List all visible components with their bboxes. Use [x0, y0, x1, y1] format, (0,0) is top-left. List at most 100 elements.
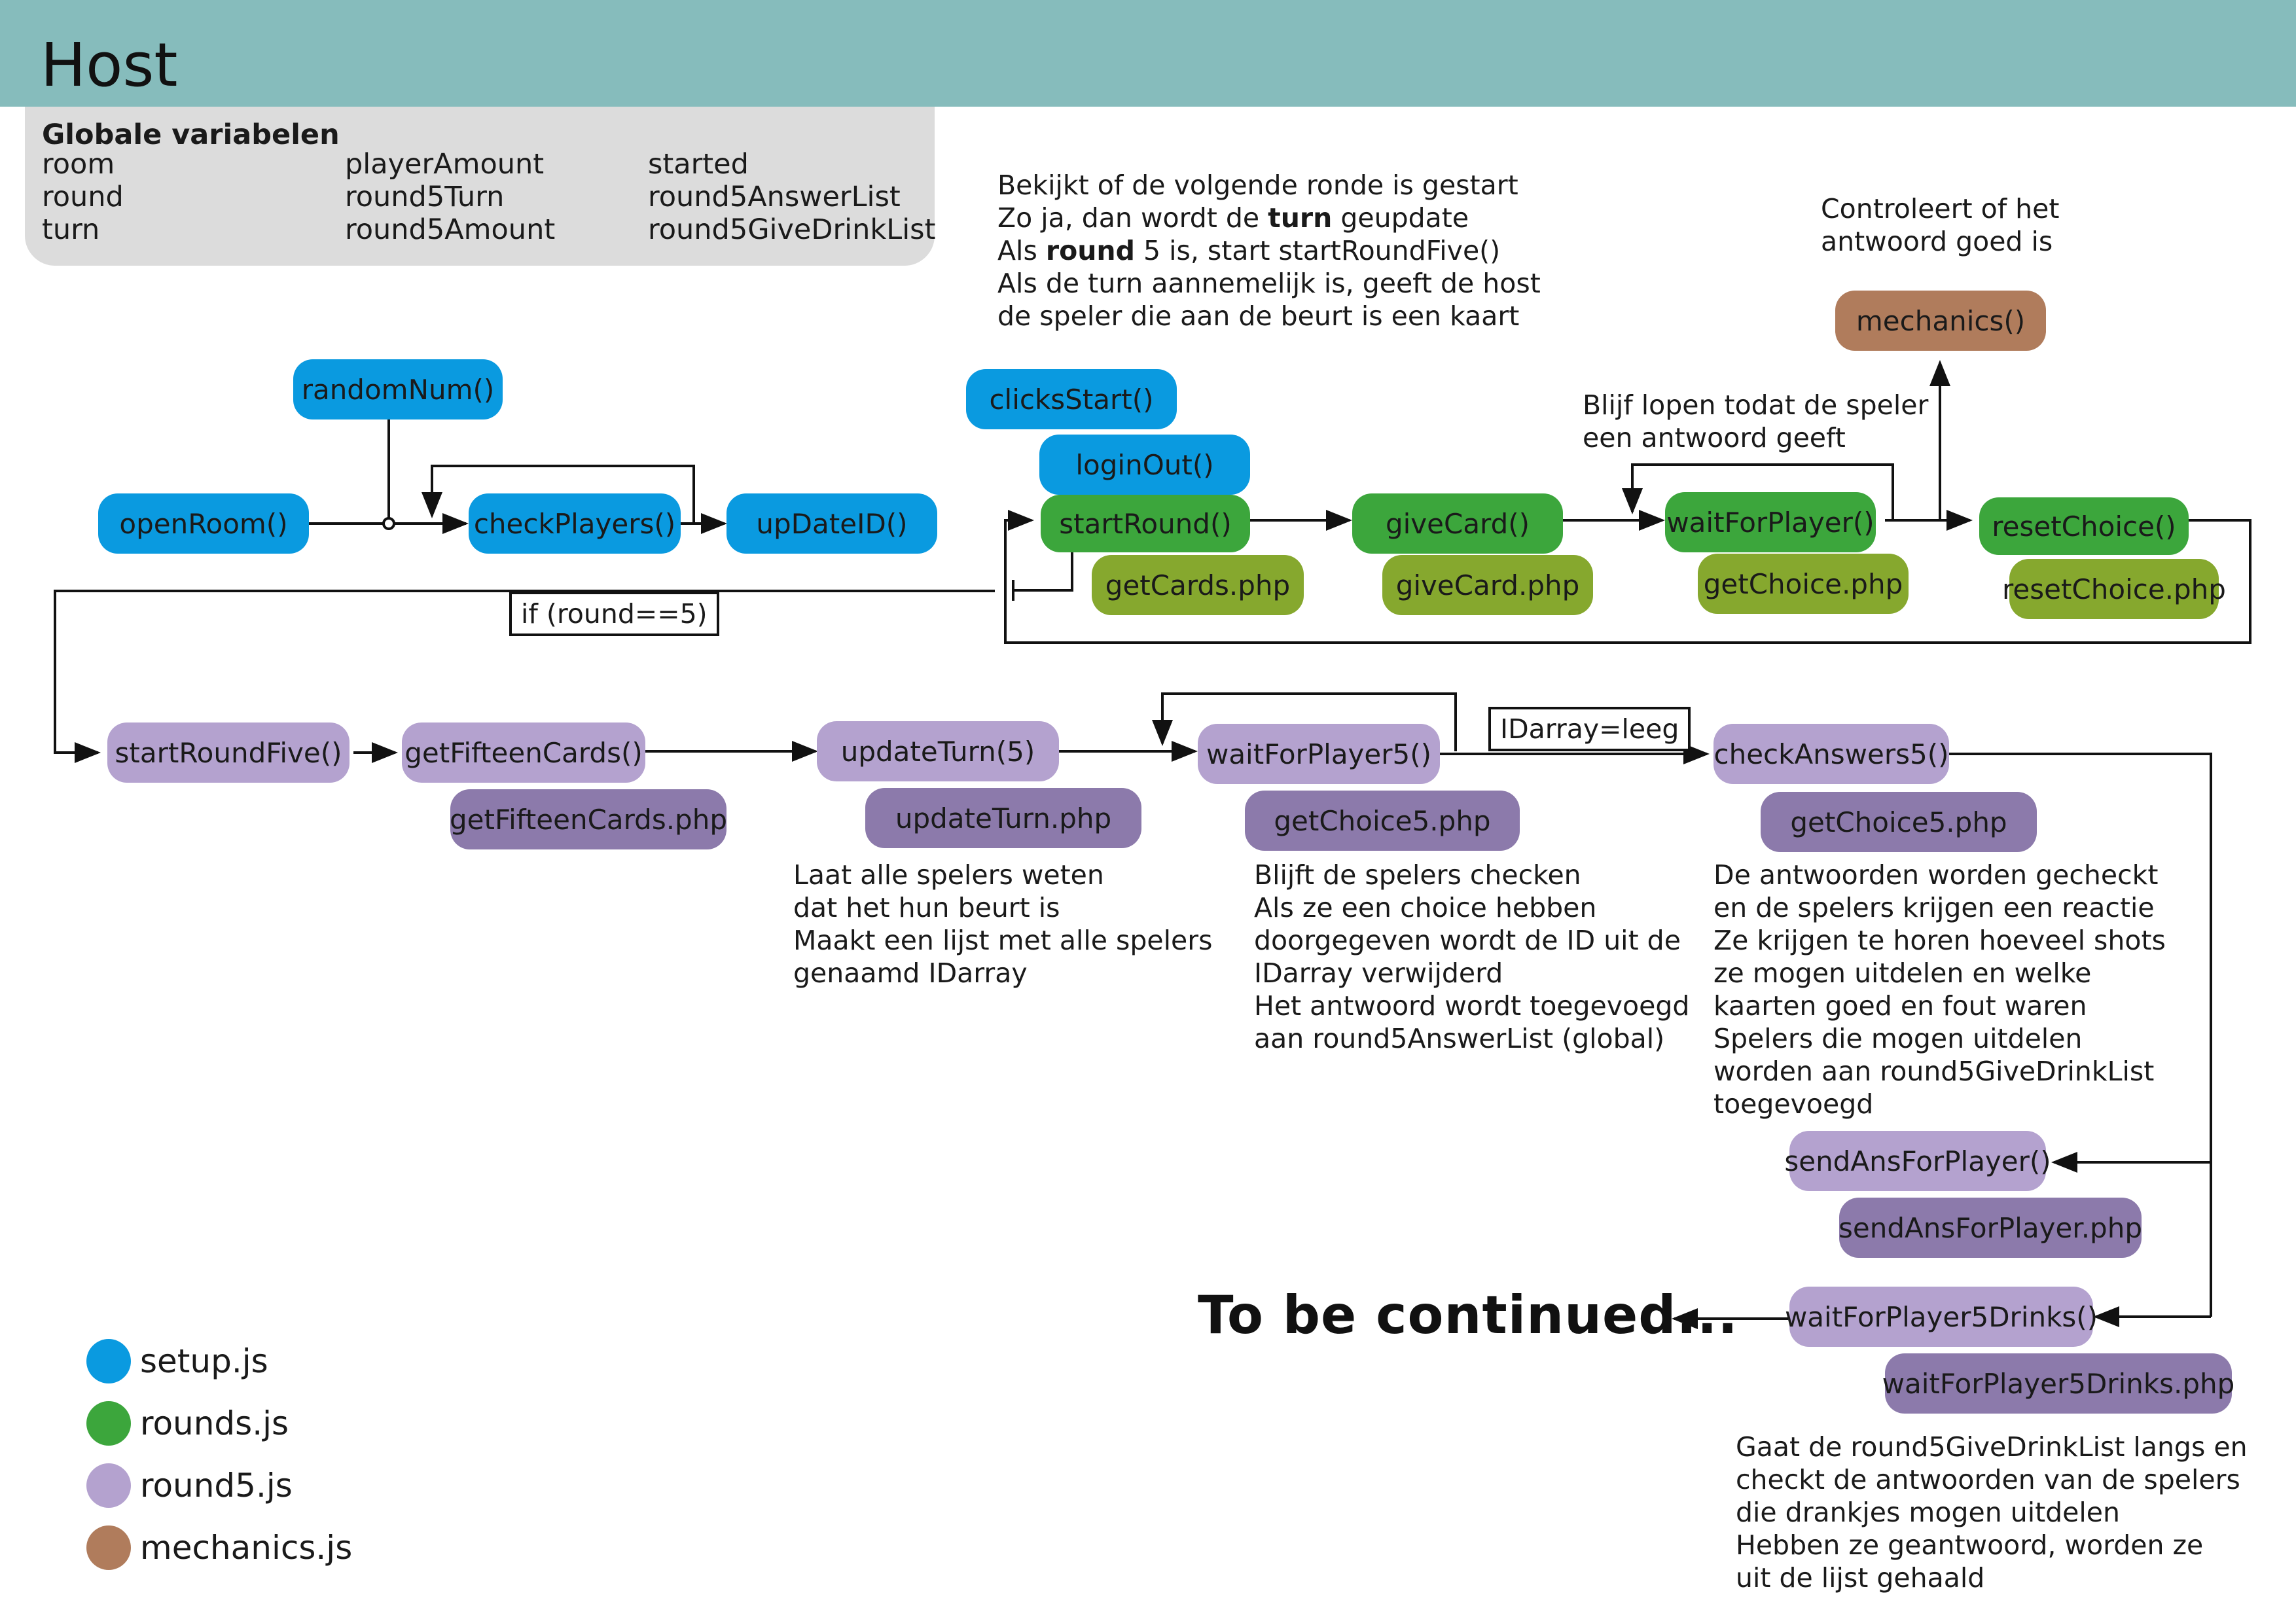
givecard-node: giveCard() [1352, 493, 1563, 554]
note-line: Spelers die mogen uitdelen [1713, 1023, 2083, 1054]
note-line: Als de turn aannemelijk is, geeft de hos… [997, 268, 1541, 299]
clicksstart-node: clicksStart() [966, 369, 1177, 429]
note-line: een antwoord geeft [1583, 422, 1846, 454]
legend-label: setup.js [140, 1342, 268, 1380]
checkanswers5-node: checkAnswers5() [1713, 724, 1949, 784]
givecard-php-node: giveCard.php [1382, 555, 1593, 615]
global-var: round5Turn [345, 181, 505, 213]
note-checkanswers5: De antwoorden worden gecheckt en de spel… [1713, 859, 2166, 1120]
legend-dot [86, 1463, 131, 1508]
note-line: Als ze een choice hebben [1254, 892, 1597, 923]
arrow-checkplayers-loop [422, 465, 695, 524]
to-be-continued: To be continued... [1198, 1285, 1738, 1346]
openroom-node: openRoom() [98, 493, 309, 554]
global-var: playerAmount [345, 148, 545, 181]
legend-label: mechanics.js [140, 1529, 353, 1567]
startroundfive-node: startRoundFive() [107, 722, 350, 783]
note-startround: Bekijkt of de volgende ronde is gestart … [997, 169, 1541, 332]
updateid-node: upDateID() [726, 493, 937, 554]
note-wait-loop: Blijf lopen todat de speler een antwoord… [1583, 389, 1928, 454]
legend-label: round5.js [140, 1467, 293, 1505]
waitforplayer5drinks-node: waitForPlayer5Drinks() [1785, 1287, 2098, 1347]
legend-item-rounds: rounds.js [86, 1397, 289, 1450]
global-var: round5AnswerList [648, 181, 901, 213]
global-var: round5GiveDrinkList [648, 213, 936, 246]
note-line: aan round5AnswerList (global) [1254, 1023, 1665, 1054]
global-variables-panel: Globale variabelen room round turn playe… [25, 107, 935, 266]
note-line: kaarten goed en fout waren [1713, 990, 2087, 1022]
note-line: en de spelers krijgen een reactie [1713, 892, 2155, 923]
getchoice5-php-node: getChoice5.php [1761, 792, 2037, 852]
resetchoice-node: resetChoice() [1979, 497, 2189, 555]
legend-item-setup: setup.js [86, 1335, 268, 1387]
legend-item-round5: round5.js [86, 1459, 293, 1512]
arrow-waitforplayer-loop [1622, 463, 1894, 520]
legend-item-mechanics: mechanics.js [86, 1522, 352, 1574]
getfifteencards-php-node: getFifteenCards.php [450, 789, 727, 849]
global-var: room [42, 148, 115, 181]
note-line: die drankjes mogen uitdelen [1736, 1497, 2121, 1528]
note-line: Bekijkt of de volgende ronde is gestart [997, 169, 1518, 201]
note-line: Laat alle spelers weten [793, 859, 1104, 891]
note-line: Maakt een lijst met alle spelers [793, 925, 1213, 956]
note-line: checkt de antwoorden van de spelers [1736, 1464, 2240, 1495]
note-line: De antwoorden worden gecheckt [1713, 859, 2159, 891]
checkplayers-node: checkPlayers() [469, 493, 681, 554]
note-line: Blijft de spelers checken [1254, 859, 1581, 891]
global-var: started [648, 148, 749, 181]
globals-heading: Globale variabelen [42, 118, 340, 151]
waitforplayer5drinks-php-node: waitForPlayer5Drinks.php [1882, 1353, 2234, 1414]
updateturn-php-node: updateTurn.php [865, 788, 1141, 848]
note-line: ze mogen uitdelen en welke [1713, 957, 2092, 989]
note-line: worden aan round5GiveDrinkList [1713, 1056, 2155, 1087]
junction-circle [382, 517, 395, 530]
startround-node: startRound() [1041, 495, 1250, 552]
note-line: Controleert of het [1821, 193, 2060, 224]
legend-dot [86, 1401, 131, 1446]
note-line: Gaat de round5GiveDrinkList langs en [1736, 1431, 2248, 1463]
legend-dot [86, 1339, 131, 1383]
legend-dot [86, 1525, 131, 1570]
note-line: de speler die aan de beurt is een kaart [997, 300, 1520, 332]
condition-round5: if (round==5) [509, 592, 719, 636]
note-updateturn: Laat alle spelers weten dat het hun beur… [793, 859, 1212, 990]
note-line: antwoord goed is [1821, 226, 2053, 257]
getcards-php-node: getCards.php [1092, 555, 1304, 615]
header-bar: Host [0, 0, 2296, 107]
waitforplayer5-node: waitForPlayer5() [1198, 724, 1440, 784]
note-line: Blijf lopen todat de speler [1583, 389, 1929, 421]
resetchoice-php-node: resetChoice.php [2002, 559, 2226, 619]
note-line: dat het hun beurt is [793, 892, 1060, 923]
getchoice-php-node: getChoice.php [1698, 554, 1909, 614]
note-line: Hebben ze geantwoord, worden ze [1736, 1529, 2204, 1561]
note-line: IDarray verwijderd [1254, 957, 1503, 989]
loginout-node: loginOut() [1039, 435, 1250, 495]
randomnum-node: randomNum() [293, 359, 503, 419]
global-var: turn [42, 213, 100, 246]
mechanics-node: mechanics() [1835, 291, 2046, 351]
sendansforplayer-php-node: sendAnsForPlayer.php [1839, 1198, 2142, 1258]
note-line: Zo ja, dan wordt de turn geupdate [997, 202, 1469, 234]
updateturn-node: updateTurn(5) [817, 721, 1059, 781]
note-line: Als round 5 is, start startRoundFive() [997, 235, 1501, 266]
global-var: round [42, 181, 124, 213]
note-line: Ze krijgen te horen hoeveel shots [1713, 925, 2166, 956]
getfifteencards-node: getFifteenCards() [402, 722, 645, 783]
line-startround-branch [1013, 551, 1073, 592]
arrow-waitforplayer5-loop [1152, 692, 1457, 751]
arrow-resetchoice-startround [1004, 510, 2251, 644]
note-line: doorgegeven wordt de ID uit de [1254, 925, 1681, 956]
global-var: round5Amount [345, 213, 556, 246]
note-line: genaamd IDarray [793, 957, 1028, 989]
note-line: Het antwoord wordt toegevoegd [1254, 990, 1690, 1022]
legend-label: rounds.js [140, 1404, 289, 1442]
sendansforplayer-node: sendAnsForPlayer() [1784, 1131, 2051, 1191]
note-drinks: Gaat de round5GiveDrinkList langs en che… [1736, 1431, 2248, 1594]
note-line: toegevoegd [1713, 1088, 1874, 1120]
getchoice5-php-node: getChoice5.php [1245, 791, 1520, 851]
waitforplayer-node: waitForPlayer() [1665, 492, 1876, 552]
arrow-round5-startroundfive [54, 590, 995, 763]
page-title: Host [41, 30, 178, 100]
note-waitforplayer5: Blijft de spelers checken Als ze een cho… [1254, 859, 1689, 1055]
